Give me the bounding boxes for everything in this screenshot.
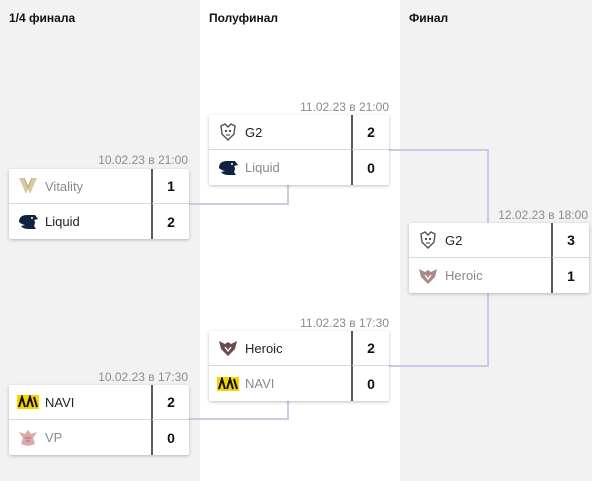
match-datetime: 10.02.23 в 21:00 bbox=[98, 153, 188, 167]
liquid-horse-icon bbox=[17, 211, 39, 233]
team-row[interactable]: VP 0 bbox=[9, 420, 189, 455]
team-row[interactable]: G2 2 bbox=[209, 115, 389, 150]
team-row[interactable]: Heroic 2 bbox=[209, 331, 389, 366]
connector-sf2-final bbox=[389, 292, 489, 367]
g2-samurai-icon bbox=[417, 229, 439, 251]
navi-icon bbox=[217, 373, 239, 395]
match-card-qf1[interactable]: Vitality 1 Liquid 2 bbox=[9, 169, 189, 239]
match-datetime: 11.02.23 в 17:30 bbox=[300, 316, 389, 330]
team-row[interactable]: Liquid 0 bbox=[209, 150, 389, 185]
team-score: 2 bbox=[151, 204, 189, 239]
team-row[interactable]: Vitality 1 bbox=[9, 169, 189, 204]
team-score: 1 bbox=[151, 169, 189, 204]
g2-samurai-icon bbox=[217, 121, 239, 143]
connector-sf1-final bbox=[389, 149, 489, 224]
team-score: 2 bbox=[351, 115, 389, 150]
team-score: 1 bbox=[551, 258, 589, 293]
team-score: 0 bbox=[351, 366, 389, 401]
team-row[interactable]: Heroic 1 bbox=[409, 258, 589, 293]
liquid-horse-icon bbox=[217, 157, 239, 179]
team-name: G2 bbox=[445, 232, 463, 248]
match-card-sf1[interactable]: G2 2 Liquid 0 bbox=[209, 115, 389, 185]
connector-qf2-sf2 bbox=[189, 400, 289, 420]
team-score: 2 bbox=[351, 331, 389, 366]
team-row[interactable]: Liquid 2 bbox=[9, 204, 189, 239]
team-name: NAVI bbox=[245, 376, 275, 391]
team-name: G2 bbox=[245, 124, 263, 140]
vitality-bee-icon bbox=[17, 175, 39, 197]
match-datetime: 12.02.23 в 18:00 bbox=[498, 208, 588, 222]
round-title-quarterfinal: 1/4 финала bbox=[9, 11, 76, 25]
team-row[interactable]: G2 3 bbox=[409, 223, 589, 258]
match-datetime: 11.02.23 в 21:00 bbox=[300, 100, 389, 114]
team-name: NAVI bbox=[45, 394, 75, 410]
heroic-icon bbox=[217, 337, 239, 359]
heroic-icon bbox=[417, 265, 439, 287]
team-row[interactable]: NAVI 2 bbox=[9, 385, 189, 420]
match-datetime: 10.02.23 в 17:30 bbox=[98, 370, 188, 384]
team-name: VP bbox=[45, 430, 63, 445]
vp-bear-icon bbox=[17, 427, 39, 449]
round-title-final: Финал bbox=[409, 11, 449, 25]
team-name: Vitality bbox=[45, 178, 84, 194]
team-name: Heroic bbox=[245, 340, 283, 356]
team-row[interactable]: NAVI 0 bbox=[209, 366, 389, 401]
team-name: Liquid bbox=[245, 160, 280, 175]
team-score: 3 bbox=[551, 223, 589, 258]
match-card-sf2[interactable]: Heroic 2 NAVI 0 bbox=[209, 331, 389, 401]
team-score: 0 bbox=[151, 420, 189, 455]
team-score: 0 bbox=[351, 150, 389, 185]
match-card-final[interactable]: G2 3 Heroic 1 bbox=[409, 223, 589, 293]
team-name: Liquid bbox=[45, 214, 80, 229]
match-card-qf2[interactable]: NAVI 2 VP 0 bbox=[9, 385, 189, 455]
round-title-semifinal: Полуфинал bbox=[209, 11, 279, 25]
connector-qf1-sf1 bbox=[189, 184, 289, 205]
navi-icon bbox=[17, 391, 39, 413]
team-name: Heroic bbox=[445, 268, 483, 283]
team-score: 2 bbox=[151, 385, 189, 420]
